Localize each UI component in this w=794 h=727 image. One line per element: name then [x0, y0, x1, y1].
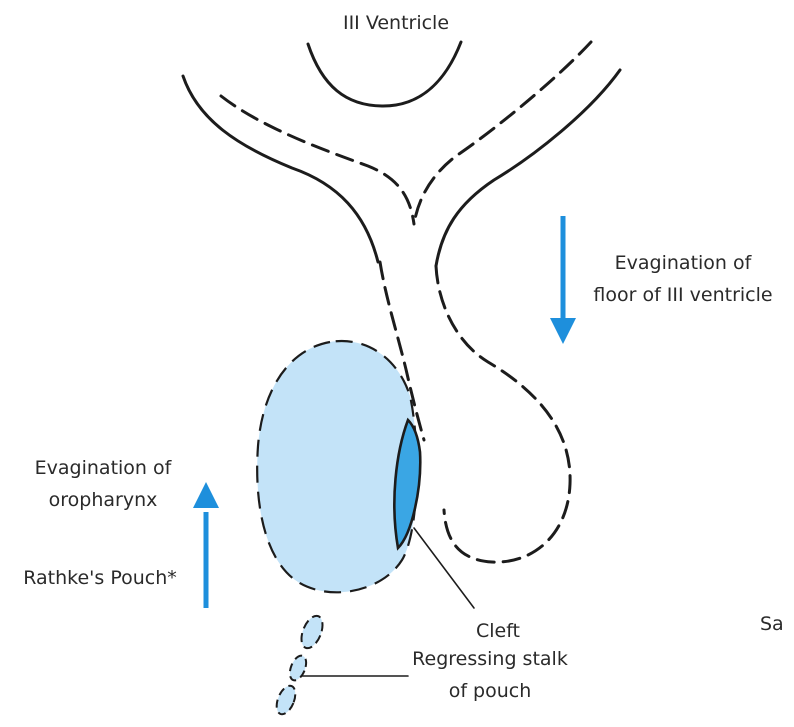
- stalk-bead-1: [297, 613, 326, 651]
- stalk-bead-2: [287, 653, 310, 682]
- stalk-bead-3: [273, 683, 299, 717]
- left-outer-wall: [183, 76, 378, 262]
- cleft-label: Cleft: [476, 620, 520, 642]
- cut-off-label: Sa: [760, 613, 784, 635]
- rathkes-pouch: [257, 341, 417, 592]
- arrow-up-icon: [193, 482, 219, 608]
- third-ventricle-curve: [308, 42, 461, 106]
- infundibulum-right-dashed: [436, 266, 570, 562]
- rathkes-pouch-label: Rathke's Pouch*: [23, 567, 177, 589]
- evagination-floor-label-line1: Evagination of: [615, 252, 753, 274]
- evagination-oropharynx-label-line2: oropharynx: [49, 489, 158, 511]
- evagination-oropharynx-label-line1: Evagination of: [35, 457, 173, 479]
- stalk-label-line2: of pouch: [449, 680, 532, 702]
- ventricle-label: III Ventricle: [343, 12, 449, 34]
- right-inner-dashed-wall: [414, 42, 591, 224]
- left-inner-dashed-wall: [221, 96, 414, 224]
- cleft-leader-line: [414, 528, 474, 608]
- arrow-down-icon: [550, 216, 576, 344]
- evagination-floor-label-line2: floor of III ventricle: [593, 284, 772, 306]
- stalk-label-line1: Regressing stalk: [412, 648, 568, 670]
